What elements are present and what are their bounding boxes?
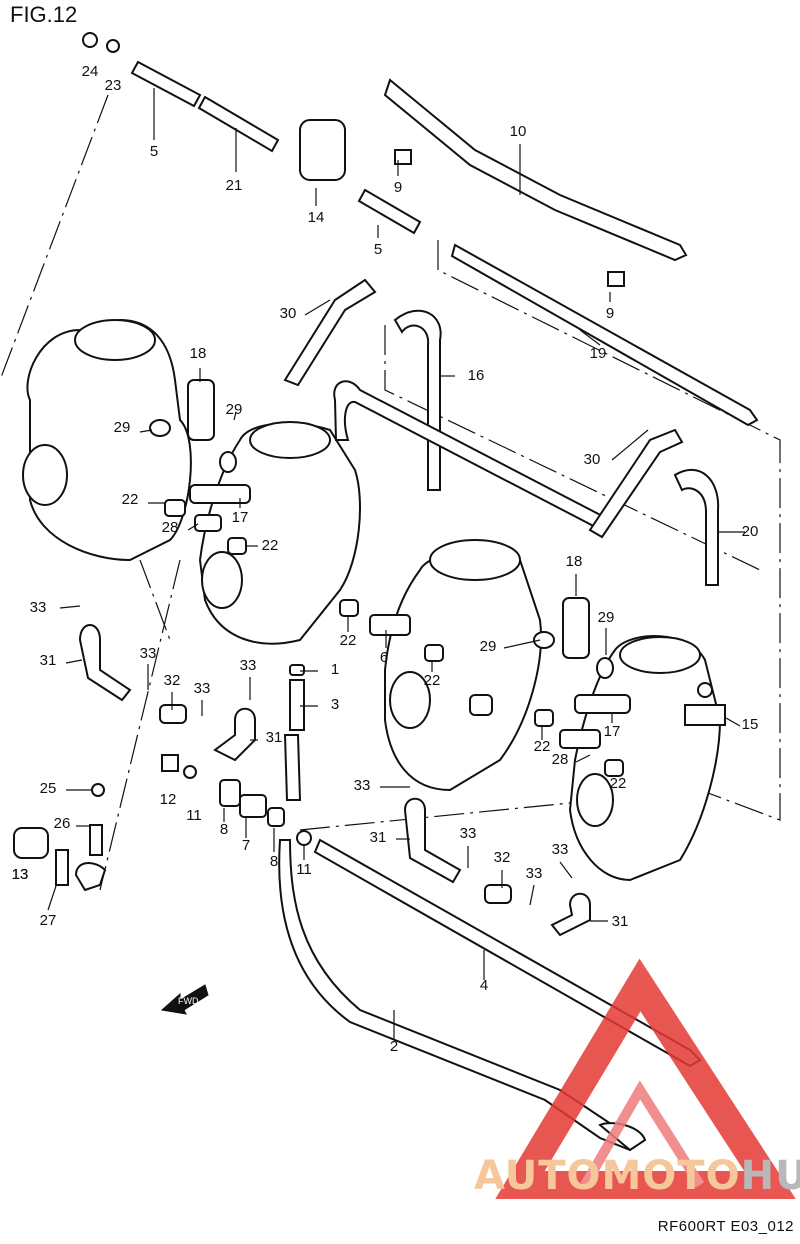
callout-label-5: 5 — [150, 143, 158, 160]
leader-line — [503, 639, 541, 649]
watermark-triangle — [495, 958, 796, 1199]
callout-label-23: 23 — [105, 77, 122, 94]
callout-label-28: 28 — [162, 519, 179, 536]
callout-label-22: 22 — [122, 491, 139, 508]
callout-label-33: 33 — [240, 657, 257, 674]
callout-label-33: 33 — [552, 841, 569, 858]
leader-line — [529, 884, 535, 906]
callout-label-9: 9 — [606, 305, 614, 322]
callout-label-29: 29 — [226, 401, 243, 418]
callout-label-11: 11 — [296, 861, 312, 878]
callout-label-16: 16 — [468, 367, 485, 384]
callout-label-22: 22 — [424, 672, 441, 689]
watermark-part2: MOTO — [601, 1153, 741, 1199]
callout-label-30: 30 — [280, 305, 297, 322]
callout-label-33: 33 — [194, 680, 211, 697]
callout-label-29: 29 — [114, 419, 131, 436]
callout-label-13: 13 — [12, 866, 29, 883]
callout-label-31: 31 — [370, 829, 387, 846]
callout-label-22: 22 — [340, 632, 357, 649]
callout-label-2: 2 — [390, 1038, 398, 1055]
carburetor-1 — [22, 318, 192, 562]
callout-label-33: 33 — [30, 599, 47, 616]
carburetor-3 — [384, 539, 542, 792]
callout-label-33: 33 — [354, 777, 371, 794]
callout-labels: 2423521149105919301618292922172822302018… — [12, 63, 759, 1055]
callout-label-33: 33 — [460, 825, 477, 842]
watermark-text: AUTOMOTOHUB — [474, 1153, 800, 1199]
callout-label-17: 17 — [232, 509, 249, 526]
callout-label-14: 14 — [308, 209, 325, 226]
watermark-part3: HUB — [740, 1153, 800, 1199]
callout-label-20: 20 — [742, 523, 759, 540]
callout-label-29: 29 — [480, 638, 497, 655]
callout-label-30: 30 — [584, 451, 601, 468]
fwd-arrow: FWD — [160, 984, 209, 1015]
callout-label-5: 5 — [374, 241, 382, 258]
callout-label-32: 32 — [494, 849, 511, 866]
callout-label-18: 18 — [190, 345, 207, 362]
callout-label-31: 31 — [266, 729, 283, 746]
callout-label-22: 22 — [534, 738, 551, 755]
leader-line — [233, 411, 237, 421]
callout-label-27: 27 — [40, 912, 57, 929]
callout-label-3: 3 — [331, 696, 339, 713]
callout-label-28: 28 — [552, 751, 569, 768]
carburetor-4 — [568, 635, 722, 882]
leader-line — [611, 429, 649, 461]
fittings — [13, 32, 726, 1152]
leader-line — [559, 861, 573, 879]
callout-label-9: 9 — [394, 179, 402, 196]
figure-title: FIG.12 — [10, 2, 78, 27]
callout-label-8: 8 — [270, 853, 278, 870]
callout-label-22: 22 — [610, 775, 627, 792]
watermark-part1: AUTO — [474, 1153, 602, 1199]
callout-label-7: 7 — [242, 837, 250, 854]
callout-label-33: 33 — [140, 645, 157, 662]
callout-label-31: 31 — [612, 913, 629, 930]
leader-line — [47, 885, 57, 911]
callout-label-10: 10 — [510, 123, 527, 140]
figure-code: RF600RT E03_012 — [657, 1218, 794, 1235]
callout-label-15: 15 — [742, 716, 759, 733]
callout-label-11: 11 — [186, 807, 202, 824]
leader-lines — [47, 88, 745, 1040]
leader-line — [579, 329, 601, 346]
callout-label-4: 4 — [480, 977, 488, 994]
callout-label-12: 12 — [160, 791, 177, 808]
callout-label-24: 24 — [82, 63, 99, 80]
callout-label-1: 1 — [331, 661, 339, 678]
callout-label-13: 13 — [12, 866, 29, 883]
callout-label-18: 18 — [566, 553, 583, 570]
callout-label-6: 6 — [380, 649, 388, 666]
hoses — [78, 60, 720, 937]
callout-label-25: 25 — [40, 780, 57, 797]
callout-label-19: 19 — [590, 345, 607, 362]
callout-label-31: 31 — [40, 652, 57, 669]
callout-label-22: 22 — [262, 537, 279, 554]
callout-label-21: 21 — [226, 177, 243, 194]
callout-label-29: 29 — [598, 609, 615, 626]
callout-label-17: 17 — [604, 723, 621, 740]
fwd-label: FWD — [178, 996, 199, 1006]
leader-line — [65, 659, 83, 664]
leader-line — [575, 754, 591, 763]
callout-label-26: 26 — [54, 815, 71, 832]
leader-line — [304, 299, 331, 316]
leader-line — [59, 605, 81, 609]
callout-label-8: 8 — [220, 821, 228, 838]
callout-label-32: 32 — [164, 672, 181, 689]
leader-line — [187, 523, 199, 531]
leader-line — [725, 717, 741, 727]
leader-line — [139, 429, 153, 433]
callout-label-33: 33 — [526, 865, 543, 882]
